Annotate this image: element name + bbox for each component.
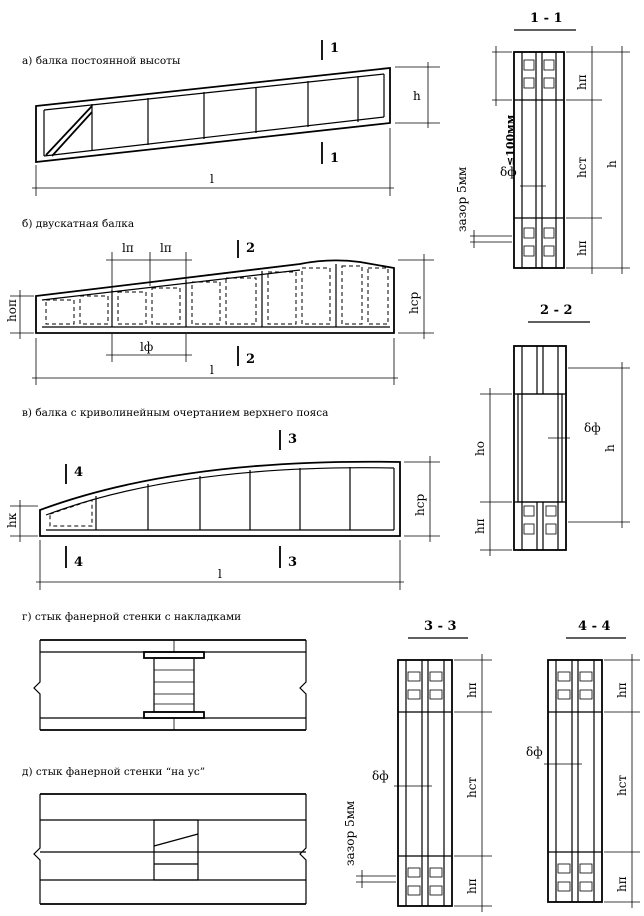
dim-b-hop: hоп: [5, 299, 19, 322]
dim-44-hst: hст: [615, 775, 629, 796]
beam-a-outline: [35, 66, 391, 164]
beam-b-outline: [35, 259, 395, 334]
dim-a-h: h: [413, 89, 421, 103]
scarf-joint-zone: [153, 819, 199, 881]
dim-11-hp-top: hп: [575, 74, 589, 90]
caption-b: б) двускатная балка: [22, 218, 134, 230]
section-title-4-4: 4 - 4: [578, 619, 611, 634]
dim-v-hk: hк: [5, 512, 19, 528]
section-mark-4-label-top: 4: [74, 465, 83, 480]
beam-v-outline: [39, 460, 401, 537]
dim-11-gap: зазор 5мм: [455, 167, 469, 232]
scarf-line: [153, 833, 199, 847]
beam-v-dashed-panel: [49, 499, 93, 527]
dim-33-gap: зазор 5мм: [343, 801, 357, 866]
beam-b: б) двускатная балка lп lп: [5, 218, 434, 385]
dim-b-ln-1: lп: [122, 241, 134, 255]
beam-a: а) балка постоянной высоты 1 1 h: [22, 40, 440, 196]
dim-22-h: h: [603, 444, 617, 452]
dim-22-df: δф: [584, 421, 601, 435]
beam-a-diagonal: [45, 105, 93, 156]
section-title-3-3: 3 - 3: [424, 619, 457, 634]
dim-b-lf: lф: [140, 340, 153, 354]
beam-b-stiffeners: [111, 264, 337, 327]
dim-11-hst: hст: [575, 157, 589, 178]
dim-b-ln-2: lп: [160, 241, 172, 255]
section-4-4-outline: [547, 659, 603, 903]
caption-d: д) стык фанерной стенки “на ус”: [22, 766, 205, 778]
section-1-1-outline: [513, 51, 565, 269]
section-1-1: 1 - 1 hп hст hп h: [455, 11, 630, 274]
section-title-2-2: 2 - 2: [540, 303, 573, 318]
dim-33-hp-bottom: hп: [465, 878, 479, 894]
break-line-left-d: [33, 794, 41, 904]
splice-g: г) стык фанерной стенки с накладками: [22, 611, 307, 731]
dim-v-hsr: hср: [413, 494, 427, 516]
section-4-4: 4 - 4 hп hст hп δф: [526, 619, 640, 908]
break-line-left-g: [33, 640, 41, 730]
section-mark-2-label-bottom: 2: [246, 352, 255, 367]
dim-a-l: l: [210, 172, 214, 186]
section-mark-1-label-top: 1: [330, 41, 339, 56]
caption-a: а) балка постоянной высоты: [22, 55, 180, 67]
cover-plate-top: [143, 651, 205, 659]
cover-plate-web: [153, 657, 195, 713]
dim-11-le100: ≤100мм: [504, 114, 517, 166]
dim-44-df: δф: [526, 745, 543, 759]
section-mark-3-label-top: 3: [288, 432, 297, 447]
section-3-3-outline: [397, 659, 453, 907]
caption-v: в) балка с криволинейным очертанием верх…: [22, 407, 328, 419]
section-2-2-web-zone: [517, 393, 563, 503]
dim-b-hsr: hср: [407, 292, 421, 314]
break-line-right-g: [299, 640, 307, 730]
splice-d: д) стык фанерной стенки “на ус”: [22, 766, 307, 905]
dim-11-hp-bottom: hп: [575, 240, 589, 256]
dim-33-hp-top: hп: [465, 682, 479, 698]
beam-b-dashed-panels: [45, 265, 389, 325]
section-2-2: 2 - 2 h hо hп: [473, 303, 630, 556]
section-title-1-1: 1 - 1: [530, 11, 563, 26]
section-mark-2-label-top: 2: [246, 241, 255, 256]
beam-v-stiffeners: [95, 467, 395, 530]
beam-a-stiffeners: [43, 74, 385, 156]
dim-11-df: δф: [500, 165, 517, 179]
section-3-3: 3 - 3 hп hст hп: [343, 619, 492, 912]
dim-v-l: l: [218, 567, 222, 581]
dim-33-df: δф: [372, 769, 389, 783]
section-mark-1-label-bottom: 1: [330, 151, 339, 166]
dim-11-h: h: [605, 160, 619, 168]
section-mark-3-label-bottom: 3: [288, 555, 297, 570]
dim-22-hp: hп: [473, 518, 487, 534]
section-mark-4-label-bottom: 4: [74, 555, 83, 570]
caption-g: г) стык фанерной стенки с накладками: [22, 611, 241, 623]
cover-plate-bottom: [143, 711, 205, 719]
dim-44-hp-bottom: hп: [615, 876, 629, 892]
dim-b-l: l: [210, 363, 214, 377]
break-line-right-d: [299, 794, 307, 904]
section-2-2-outline: [513, 345, 567, 551]
beam-a-bottom-inner: [43, 116, 385, 157]
beam-a-top-inner: [43, 73, 385, 111]
dim-22-ho: hо: [473, 441, 487, 456]
dim-33-hst: hст: [465, 777, 479, 798]
dim-44-hp-top: hп: [615, 682, 629, 698]
beam-v: в) балка с криволинейным очертанием верх…: [5, 407, 440, 590]
